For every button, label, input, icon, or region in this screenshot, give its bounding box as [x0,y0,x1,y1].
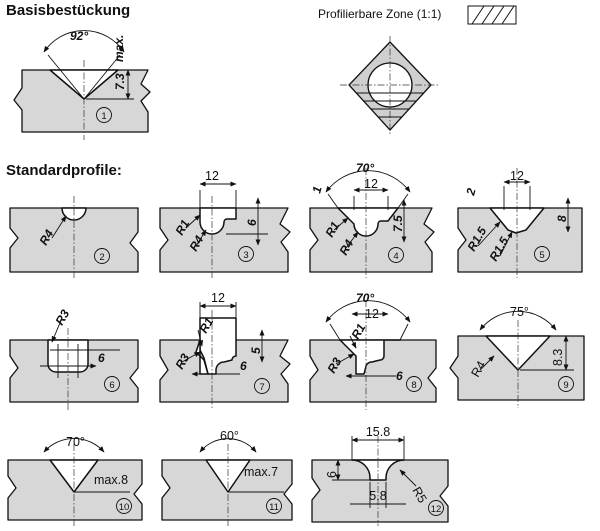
p11-max: max.7 [244,465,278,479]
p4-offset: 1 [309,184,324,194]
p12-number: 12 [431,504,442,515]
profile-5: 12 2 8 R1.5 R1.5 5 [457,168,583,278]
p10-angle: 70° [66,435,85,449]
p1-max: max. [112,35,126,62]
p4-angle: 70° [356,161,374,175]
p7-width-top: 12 [211,291,225,305]
p2-radius: R4 [36,227,56,248]
p4-width: 12 [364,177,378,191]
heading-basisbestueckung: Basisbestückung [6,2,130,19]
p1-depth: 7.3 [113,73,127,90]
p2-number: 2 [99,252,104,263]
p3-radius-small: R1 [172,217,192,238]
profile-3: 12 6 R1 R4 3 [159,169,291,278]
p5-offset: 2 [463,186,479,197]
p8-angle: 70° [356,291,374,305]
profile-9: 75° R4 8.3 9 [449,305,585,408]
profile-12: 15.8 6 R5 5.8 12 [311,425,449,526]
zone-legend-label: Profilierbare Zone (1:1) [318,7,441,21]
p9-angle: 75° [510,305,529,319]
p3-radius-large: R4 [186,233,206,254]
profile-4: 70° 12 1 R1 R4 7.5 4 [309,161,435,278]
p8-radius-large: R3 [324,355,344,376]
p8-width-top: 12 [365,307,379,321]
p8-number: 8 [411,380,416,391]
profile-2: R4 2 [9,196,139,278]
p7-radius-large: R3 [172,351,192,372]
p3-width: 12 [205,169,219,183]
p7-depth: 5 [249,347,263,354]
p12-width-bottom: 5.8 [369,489,386,503]
p5-width: 12 [510,169,524,183]
p8-radius-small: R1 [348,321,368,342]
p7-radius-small: R1 [196,315,216,336]
p4-radius-large: R4 [336,237,356,258]
p1-number: 1 [101,111,106,122]
p7-width-bottom: 6 [240,359,247,373]
profilable-zone-diagram [340,36,440,136]
p6-radius: R3 [52,307,72,328]
profile-11: 60° max.7 11 [161,429,293,526]
p12-width-top: 15.8 [366,425,390,439]
p4-depth: 7.5 [391,215,405,232]
profile-10: 70° max.8 10 [7,435,143,526]
p12-depth: 6 [325,471,339,478]
p9-number: 9 [563,380,568,391]
p9-radius: R4 [468,359,488,380]
p5-number: 5 [539,250,544,261]
p4-number: 4 [393,251,398,262]
p7-number: 7 [259,382,264,393]
heading-standardprofile: Standardprofile: [6,162,122,179]
zone-legend-hatch-swatch [467,5,517,25]
profile-8: 70° 12 R1 R3 6 8 [309,291,437,410]
p9-depth: 8.3 [551,349,565,366]
profile-7: 12 R1 R3 5 6 7 [159,291,291,410]
p3-number: 3 [243,250,248,261]
p8-width-bottom: 6 [396,369,403,383]
profile-1: 92° max. 7.3 1 [13,29,151,140]
p6-number: 6 [109,380,114,391]
p6-width: 6 [98,351,105,365]
p10-number: 10 [119,502,130,513]
p11-number: 11 [269,502,279,513]
p11-angle: 60° [220,429,239,443]
p12-radius: R5 [409,485,429,506]
p4-radius-small: R1 [322,219,342,240]
p1-angle: 92° [70,29,88,43]
profile-6: R3 6 6 [9,307,139,410]
p10-max: max.8 [94,473,128,487]
p5-depth: 8 [555,215,569,222]
p3-depth: 6 [245,219,259,226]
